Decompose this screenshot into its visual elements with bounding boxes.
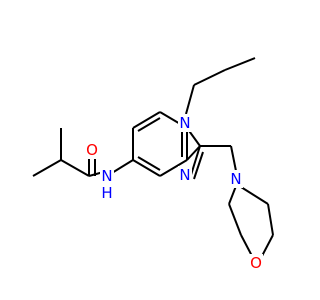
amide-nitrogen-label: N xyxy=(101,167,112,185)
bond-ch-ch2 xyxy=(60,159,90,177)
bond-propyl-1 xyxy=(185,84,195,115)
bond-propyl-3 xyxy=(224,57,256,71)
bond-morpholine-4 xyxy=(261,234,274,257)
bond-imidazole-2 xyxy=(186,145,201,161)
amide-hydrogen-label: H xyxy=(101,184,112,202)
bond-benzene-2-inner xyxy=(137,117,161,132)
bond-imidazole-3 xyxy=(190,145,201,176)
bond-morpholine-2 xyxy=(228,203,242,236)
imidazole-n1-label: N xyxy=(179,114,190,132)
bond-morpholine-3 xyxy=(240,234,253,257)
imidazole-n3-label: N xyxy=(179,166,190,184)
bond-benzene-5 xyxy=(159,159,188,177)
bond-benzene-6-inner xyxy=(137,156,161,171)
bond-morpholine-6 xyxy=(240,186,269,205)
bond-propyl-2 xyxy=(193,69,226,86)
bond-imidazole-3-inner xyxy=(193,151,204,180)
bond-methyl-ch xyxy=(32,159,62,177)
bond-ch2-2 xyxy=(230,145,237,172)
morpholine-nitrogen-label: N xyxy=(230,170,241,188)
bond-morpholine-5 xyxy=(267,203,274,236)
atom-labels: O N H N N N O xyxy=(85,114,263,272)
amide-oxygen-label: O xyxy=(86,141,98,159)
bond-morpholine-1 xyxy=(228,185,237,205)
structure-diagram: O N H N N N O xyxy=(32,57,274,272)
bond-benzene-2 xyxy=(132,111,161,129)
bond-benzene-6 xyxy=(132,159,161,177)
morpholine-oxygen-label: O xyxy=(250,254,262,272)
bonds xyxy=(32,57,274,257)
